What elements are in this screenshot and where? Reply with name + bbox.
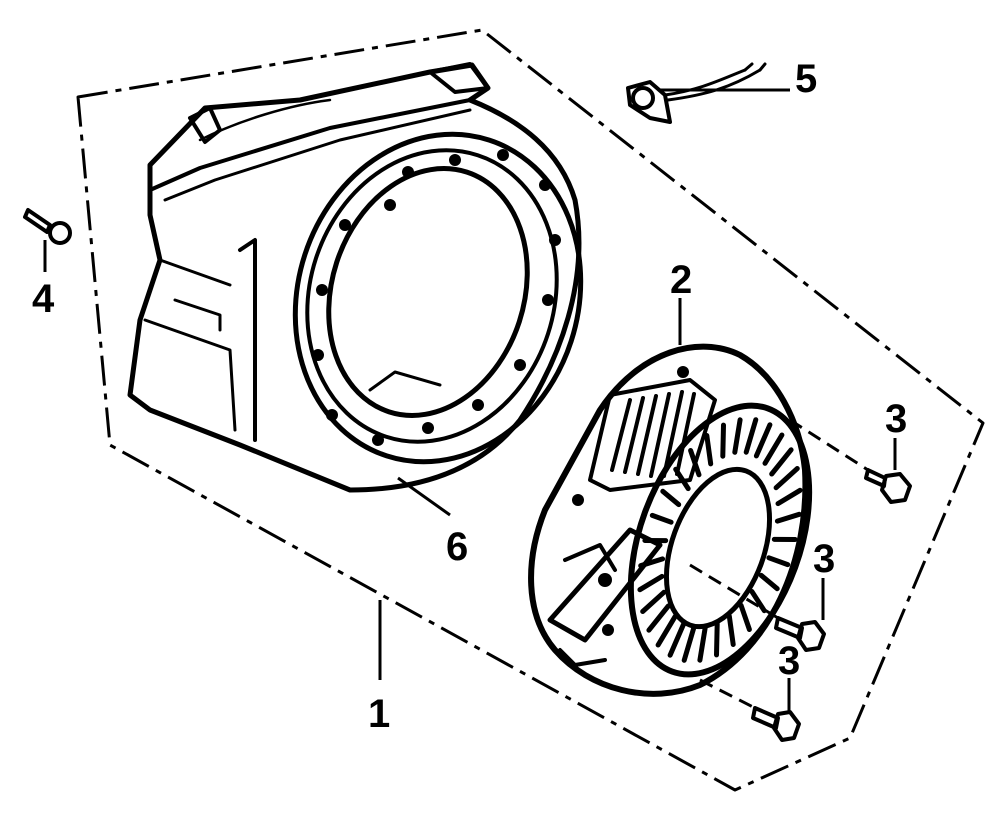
vent-slot	[655, 614, 678, 648]
vent-slot	[637, 573, 665, 593]
callout-shroud: 6	[446, 525, 468, 569]
vent-slot	[640, 589, 667, 614]
vent-slot	[667, 621, 687, 658]
callout-wire: 5	[795, 57, 817, 101]
vent-slot	[673, 466, 691, 492]
vent-slot	[774, 511, 802, 524]
starter-vent-slots	[637, 417, 803, 663]
vent-slot	[714, 621, 720, 658]
screw	[23, 208, 72, 245]
recoil-starter	[528, 343, 813, 697]
vent-slot	[753, 422, 773, 459]
callout-assembly: 1	[368, 692, 390, 736]
vent-slot	[681, 625, 697, 663]
vent-slot	[704, 433, 714, 467]
callout-screw: 4	[32, 277, 55, 321]
vent-slot	[769, 447, 794, 477]
vent-slot	[749, 588, 767, 614]
vent-slot	[697, 625, 708, 663]
wire-harness	[626, 62, 767, 124]
vent-slot	[762, 432, 785, 466]
vent-slot	[660, 488, 682, 508]
bolt-upper	[864, 468, 912, 504]
vent-slot	[758, 572, 780, 592]
vent-slot	[766, 555, 791, 568]
vent-slot	[638, 556, 666, 569]
bolt-middle	[774, 616, 826, 652]
vent-slot	[720, 422, 726, 459]
callout-bolt-upper: 3	[885, 397, 907, 441]
vent-slot	[726, 613, 736, 647]
vent-slot	[688, 448, 702, 478]
flange-holes	[312, 149, 561, 446]
vent-slot	[773, 466, 800, 491]
starter-details	[572, 366, 689, 636]
vent-slot	[738, 602, 752, 632]
vent-slot	[743, 417, 759, 455]
vent-slot	[732, 417, 743, 455]
fan-shroud	[127, 62, 584, 493]
vent-slot	[649, 512, 674, 525]
vent-slot	[775, 487, 803, 507]
starter-grille	[610, 390, 696, 478]
callout-starter: 2	[670, 258, 692, 302]
callout-bolt-lower: 3	[778, 639, 800, 683]
callout-bolt-middle: 3	[813, 537, 835, 581]
vent-slot	[646, 603, 671, 633]
leader-lines	[43, 88, 897, 712]
bolt-lower	[751, 706, 801, 742]
